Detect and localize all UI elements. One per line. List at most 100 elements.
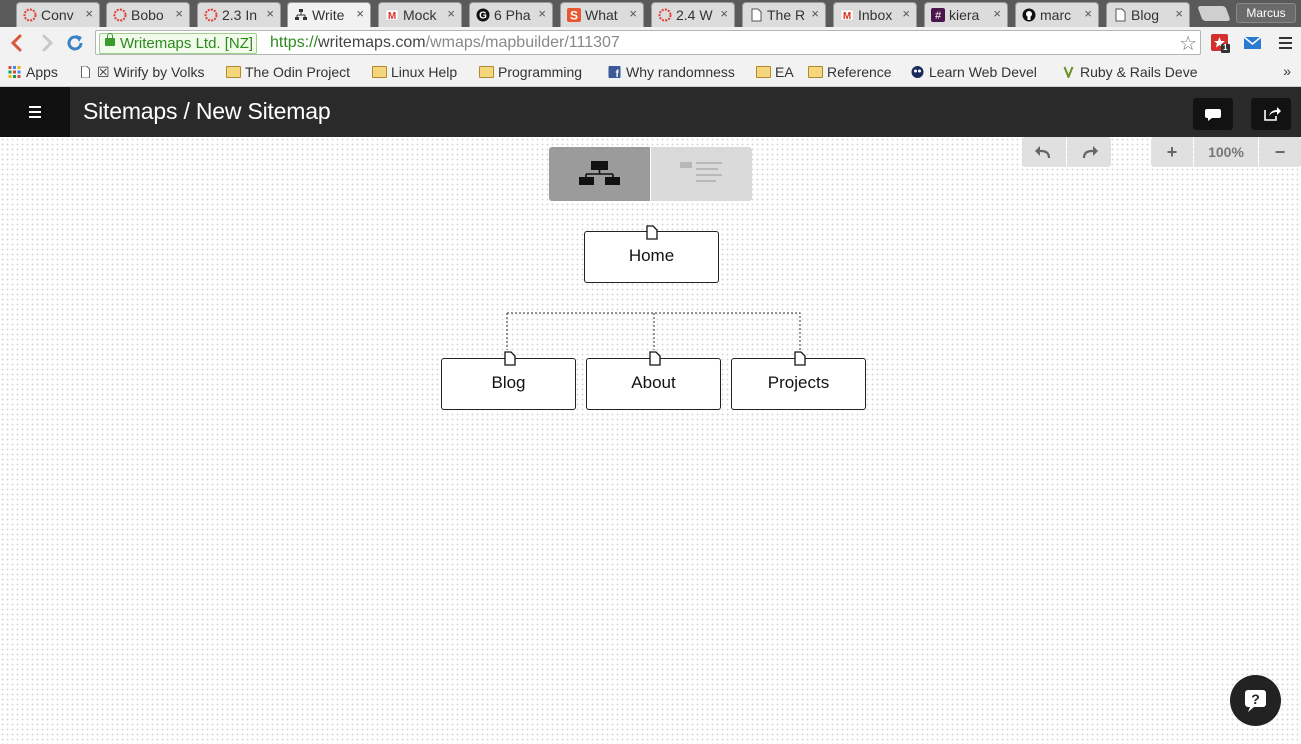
- tab-label: What: [585, 7, 618, 23]
- tab-close-icon[interactable]: ×: [175, 6, 183, 21]
- tab-close-icon[interactable]: ×: [993, 6, 1001, 21]
- browser-tab[interactable]: S What ×: [560, 2, 644, 27]
- opera-icon: [658, 8, 672, 22]
- share-icon: [1264, 107, 1281, 121]
- back-icon[interactable]: [6, 32, 28, 54]
- comments-button[interactable]: [1193, 98, 1233, 130]
- bookmark-label: EA: [775, 64, 794, 80]
- comments-icon: [1205, 109, 1221, 121]
- undo-button[interactable]: [1022, 137, 1066, 167]
- tab-close-icon[interactable]: ×: [1084, 6, 1092, 21]
- browser-tab[interactable]: Bobo ×: [106, 2, 190, 27]
- extension-icon: [1211, 34, 1230, 53]
- bookmark-folder[interactable]: The Odin Project: [226, 64, 350, 80]
- svg-text:S: S: [570, 9, 578, 23]
- extension-badge: 1: [1223, 43, 1228, 52]
- hamburger-icon: [29, 106, 41, 108]
- tab-label: Conv: [41, 7, 74, 23]
- bookmarks-bar: Apps ☒ Wirify by Volks The Odin Project …: [0, 60, 1301, 87]
- browser-tab[interactable]: 2.4 W ×: [651, 2, 735, 27]
- forward-icon[interactable]: [36, 32, 58, 54]
- leaf-icon: [1063, 66, 1074, 78]
- bookmark-folder[interactable]: Reference: [808, 64, 892, 80]
- list-view-icon: [680, 162, 722, 182]
- sitemap-canvas[interactable]: + 100% − Home Blog About Projects ?: [0, 137, 1301, 744]
- bookmarks-overflow-icon[interactable]: »: [1283, 63, 1291, 79]
- tab-close-icon[interactable]: ×: [720, 6, 728, 21]
- tab-close-icon[interactable]: ×: [538, 6, 546, 21]
- zoom-out-button[interactable]: −: [1259, 137, 1301, 167]
- profile-button[interactable]: Marcus: [1236, 3, 1296, 23]
- bookmark-item[interactable]: Ruby & Rails Deve: [1061, 64, 1201, 80]
- page-icon: [751, 8, 762, 22]
- list-view-button[interactable]: [651, 147, 752, 201]
- share-button[interactable]: [1251, 98, 1291, 130]
- browser-tab[interactable]: G 6 Pha ×: [469, 2, 553, 27]
- browser-tab-active[interactable]: Write ×: [287, 2, 371, 27]
- apps-grid-icon: [8, 66, 21, 78]
- tab-close-icon[interactable]: ×: [902, 6, 910, 21]
- browser-tab[interactable]: marc ×: [1015, 2, 1099, 27]
- new-tab-button[interactable]: [1197, 6, 1231, 21]
- node-label: Projects: [767, 373, 830, 392]
- opera-icon: [113, 8, 127, 22]
- bookmark-folder[interactable]: Programming: [479, 64, 582, 80]
- sitemap-icon: [295, 9, 307, 20]
- hamburger-menu-button[interactable]: [0, 87, 70, 137]
- tab-label: Bobo: [131, 7, 164, 23]
- url-text: https://writemaps.com/wmaps/mapbuilder/1…: [270, 34, 620, 52]
- tab-label: Inbox: [858, 7, 893, 23]
- sitemap-node-root[interactable]: Home: [584, 231, 719, 283]
- tab-close-icon[interactable]: ×: [85, 6, 93, 21]
- tab-close-icon[interactable]: ×: [356, 6, 364, 21]
- help-button[interactable]: ?: [1230, 675, 1281, 726]
- bookmark-folder[interactable]: Linux Help: [372, 64, 457, 80]
- mail-extension-icon[interactable]: [1243, 33, 1263, 53]
- sitemap-node-child[interactable]: Projects: [731, 358, 866, 410]
- sitemap-node-child[interactable]: About: [586, 358, 721, 410]
- bookmark-label: Reference: [827, 64, 892, 80]
- tab-close-icon[interactable]: ×: [629, 6, 637, 21]
- browser-tab[interactable]: 2.3 In ×: [197, 2, 281, 27]
- page-icon: [1115, 8, 1126, 22]
- tab-close-icon[interactable]: ×: [811, 6, 819, 21]
- gmail-icon: M: [840, 9, 854, 22]
- tab-close-icon[interactable]: ×: [266, 6, 274, 21]
- extension-button[interactable]: 1: [1211, 33, 1231, 53]
- browser-tab[interactable]: M Mock ×: [378, 2, 462, 27]
- browser-tab[interactable]: # kiera ×: [924, 2, 1008, 27]
- app-header: Sitemaps / New Sitemap: [0, 87, 1301, 137]
- browser-tab[interactable]: Blog ×: [1106, 2, 1190, 27]
- redo-button[interactable]: [1067, 137, 1111, 167]
- chrome-menu-icon[interactable]: [1276, 33, 1296, 53]
- bookmark-star-icon[interactable]: ☆: [1179, 33, 1197, 55]
- tab-close-icon[interactable]: ×: [1175, 6, 1183, 21]
- g-icon: G: [476, 8, 490, 22]
- folder-icon: [756, 66, 771, 78]
- folder-icon: [479, 66, 494, 78]
- bookmark-item[interactable]: Learn Web Devel: [910, 64, 1050, 80]
- opera-icon: [23, 8, 37, 22]
- svg-text:?: ?: [1251, 691, 1260, 707]
- bookmark-label: Programming: [498, 64, 583, 80]
- site-identity-label: Writemaps Ltd. [NZ]: [120, 35, 254, 52]
- folder-icon: [372, 66, 387, 78]
- browser-tab[interactable]: M Inbox ×: [833, 2, 917, 27]
- browser-tab[interactable]: The R ×: [742, 2, 826, 27]
- browser-tab[interactable]: Conv ×: [16, 2, 100, 27]
- bookmark-item[interactable]: ☒ Wirify by Volks: [78, 64, 213, 81]
- zoom-in-button[interactable]: +: [1151, 137, 1193, 167]
- opera-icon: [204, 8, 218, 22]
- page-icon: [649, 351, 661, 366]
- reload-icon[interactable]: [64, 32, 86, 54]
- tab-close-icon[interactable]: ×: [447, 6, 455, 21]
- site-identity-badge[interactable]: Writemaps Ltd. [NZ]: [99, 33, 258, 54]
- tree-view-button[interactable]: [549, 147, 650, 201]
- browser-toolbar: Writemaps Ltd. [NZ] https://writemaps.co…: [0, 27, 1301, 60]
- bookmark-folder[interactable]: EA: [756, 64, 794, 80]
- bookmark-label: ☒ Wirify by Volks: [97, 64, 205, 80]
- address-bar[interactable]: Writemaps Ltd. [NZ] https://writemaps.co…: [95, 30, 1201, 55]
- tab-label: Blog: [1131, 7, 1160, 23]
- bookmark-apps[interactable]: Apps: [7, 64, 58, 80]
